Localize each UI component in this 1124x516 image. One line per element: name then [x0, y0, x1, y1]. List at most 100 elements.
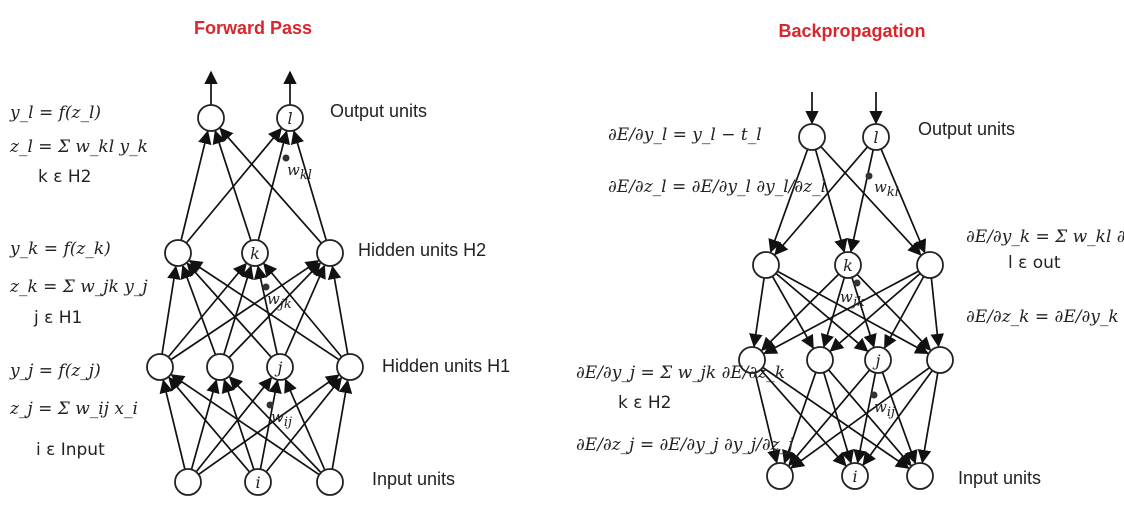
eq-yl: y_l = f(z_l) [9, 103, 101, 123]
eq-zl: z_l = Σ w_kl y_k [9, 137, 148, 157]
bwd-input-node-1-label: i [852, 467, 857, 486]
bwd-edge-h11-i0 [782, 372, 817, 465]
forward-pass-title: Forward Pass [194, 18, 312, 38]
fwd-output-node-1 [276, 104, 304, 132]
forward-hidden-h1-label: Hidden units H1 [382, 356, 510, 376]
fwd-edge-i1-h13 [265, 376, 343, 473]
bwd-edge-h12-i0 [788, 369, 871, 467]
bwd-h1-node-0 [738, 346, 766, 374]
forward-output-units-label: Output units [330, 101, 427, 121]
fwd-edge-h11-h21 [223, 265, 254, 355]
backward-edges [749, 92, 945, 469]
eq-zk-range: j ε H1 [33, 308, 82, 328]
fwd-edge-h10-h20 [161, 265, 181, 355]
bwd-edge-h13-i1 [862, 369, 934, 466]
backward-equations: ∂E/∂y_l = y_l − t_l ∂E/∂z_l = ∂E/∂y_l ∂y… [576, 125, 1124, 455]
bwd-h2-node-0 [752, 251, 780, 279]
fwd-h2-node-2 [316, 239, 344, 267]
eq-dE-dyk: ∂E/∂y_k = Σ w_kl ∂E/∂z_l [966, 227, 1124, 247]
bwd-edge-o0-h20 [768, 148, 809, 254]
bwd-h1-node-1 [806, 346, 834, 374]
fwd-edge-i1-h11 [221, 379, 255, 470]
forward-input-units-label: Input units [372, 469, 455, 489]
fwd-output-node-0 [197, 104, 225, 132]
fwd-edge-i2-h10 [170, 374, 320, 476]
fwd-edge-h11-h20 [180, 264, 217, 356]
bwd-edge-h11-i1 [822, 372, 854, 464]
bwd-input-node-0 [766, 462, 794, 490]
eq-yj: y_j = f(z_j) [9, 361, 101, 381]
bwd-edge-h10-i2 [762, 366, 910, 469]
bwd-edge-o1-h20 [774, 146, 869, 256]
bwd-edge-o0-h21 [814, 149, 848, 253]
backward-weight-kl-label: wkl [874, 178, 899, 200]
bwd-edge-h21-h10 [760, 273, 840, 352]
bwd-edge-h20-h11 [771, 275, 814, 350]
fwd-h2-node-1 [241, 239, 269, 267]
eq-dE-dyl: ∂E/∂y_l = y_l − t_l [608, 125, 762, 145]
bwd-output-node-0 [798, 123, 826, 151]
fwd-edge-h13-h20 [188, 259, 340, 361]
bwd-input-node-2 [906, 462, 934, 490]
fwd-edge-h12-h22 [284, 264, 326, 356]
forward-equations: y_l = f(z_l) z_l = Σ w_kl y_k k ε H2 y_k… [9, 103, 148, 460]
forward-edges [159, 70, 353, 476]
bwd-input-node-1 [841, 462, 869, 490]
forward-hidden-h2-label: Hidden units H2 [358, 240, 486, 260]
bwd-h1-node-3 [926, 346, 954, 374]
bwd-edge-o1-h21 [846, 149, 875, 253]
fwd-h2-node-0 [164, 239, 192, 267]
bwd-h2-node-1-label: k [843, 256, 853, 275]
bwd-h1-node-2 [864, 346, 892, 374]
eq-dE-dzk: ∂E/∂z_k = ∂E/∂y_k ∂y_k/∂z_k [966, 307, 1124, 327]
fwd-edge-h10-h22 [170, 260, 320, 361]
bwd-edge-h12-i1 [853, 372, 877, 464]
fwd-edge-i0-h12 [195, 376, 273, 473]
fwd-input-node-1 [244, 468, 272, 496]
bwd-output-node-1 [862, 123, 890, 151]
bwd-output-node-1-label: l [873, 128, 878, 147]
backward-weight-ij-dot [870, 391, 878, 399]
backward-weight-jk-dot [853, 279, 861, 287]
eq-zl-range: k ε H2 [38, 167, 91, 187]
eq-zk: z_k = Σ w_jk y_j [9, 277, 148, 297]
fwd-input-node-2 [316, 468, 344, 496]
fwd-edge-i1-h12 [259, 379, 282, 470]
fwd-edge-h11-h22 [228, 262, 322, 359]
bwd-edge-h21-h11 [820, 277, 846, 348]
fwd-edge-h13-h22 [327, 265, 349, 355]
forward-weight-jk-label: wjk [267, 290, 292, 312]
bwd-edge-h22-h13 [930, 277, 945, 348]
bwd-edge-o0-h22 [820, 145, 922, 256]
fwd-edge-h21-o1 [257, 130, 290, 241]
bwd-edge-h22-h12 [883, 275, 925, 349]
bwd-edge-h21-h12 [851, 277, 877, 348]
eq-dE-dyj-range: k ε H2 [618, 393, 671, 413]
bwd-edge-h21-h13 [856, 273, 932, 351]
backward-input-units-label: Input units [958, 468, 1041, 488]
forward-weight-ij-dot [266, 401, 274, 409]
fwd-edge-i1-h10 [168, 376, 251, 473]
bwd-edge-o1-h22 [880, 148, 927, 254]
fwd-edge-h12-h20 [186, 262, 272, 358]
backpropagation-title: Backpropagation [778, 21, 925, 41]
fwd-h1-node-2 [266, 353, 294, 381]
forward-weight-jk-dot [262, 283, 270, 291]
bwd-edge-h20-h13 [777, 270, 929, 355]
fwd-edge-h12-h21 [253, 265, 279, 355]
fwd-edge-i0-h11 [190, 379, 220, 470]
backward-weight-kl-dot [865, 172, 873, 180]
eq-dE-dyj: ∂E/∂y_j = Σ w_jk ∂E/∂z_k [576, 363, 785, 383]
eq-dE-dzj: ∂E/∂z_j = ∂E/∂y_j ∂y_j/∂z_j [576, 435, 794, 455]
backward-weight-ij-label: wij [874, 398, 895, 420]
bwd-edge-h20-h12 [775, 272, 869, 352]
bwd-edge-h22-h10 [763, 270, 919, 355]
fwd-edge-h22-o1 [290, 130, 328, 241]
bwd-edge-h11-i2 [827, 369, 912, 467]
fwd-input-node-0 [174, 468, 202, 496]
fwd-h2-node-1-label: k [250, 244, 260, 263]
eq-dE-dzl: ∂E/∂z_l = ∂E/∂y_l ∂y_l/∂z_l [608, 177, 826, 197]
